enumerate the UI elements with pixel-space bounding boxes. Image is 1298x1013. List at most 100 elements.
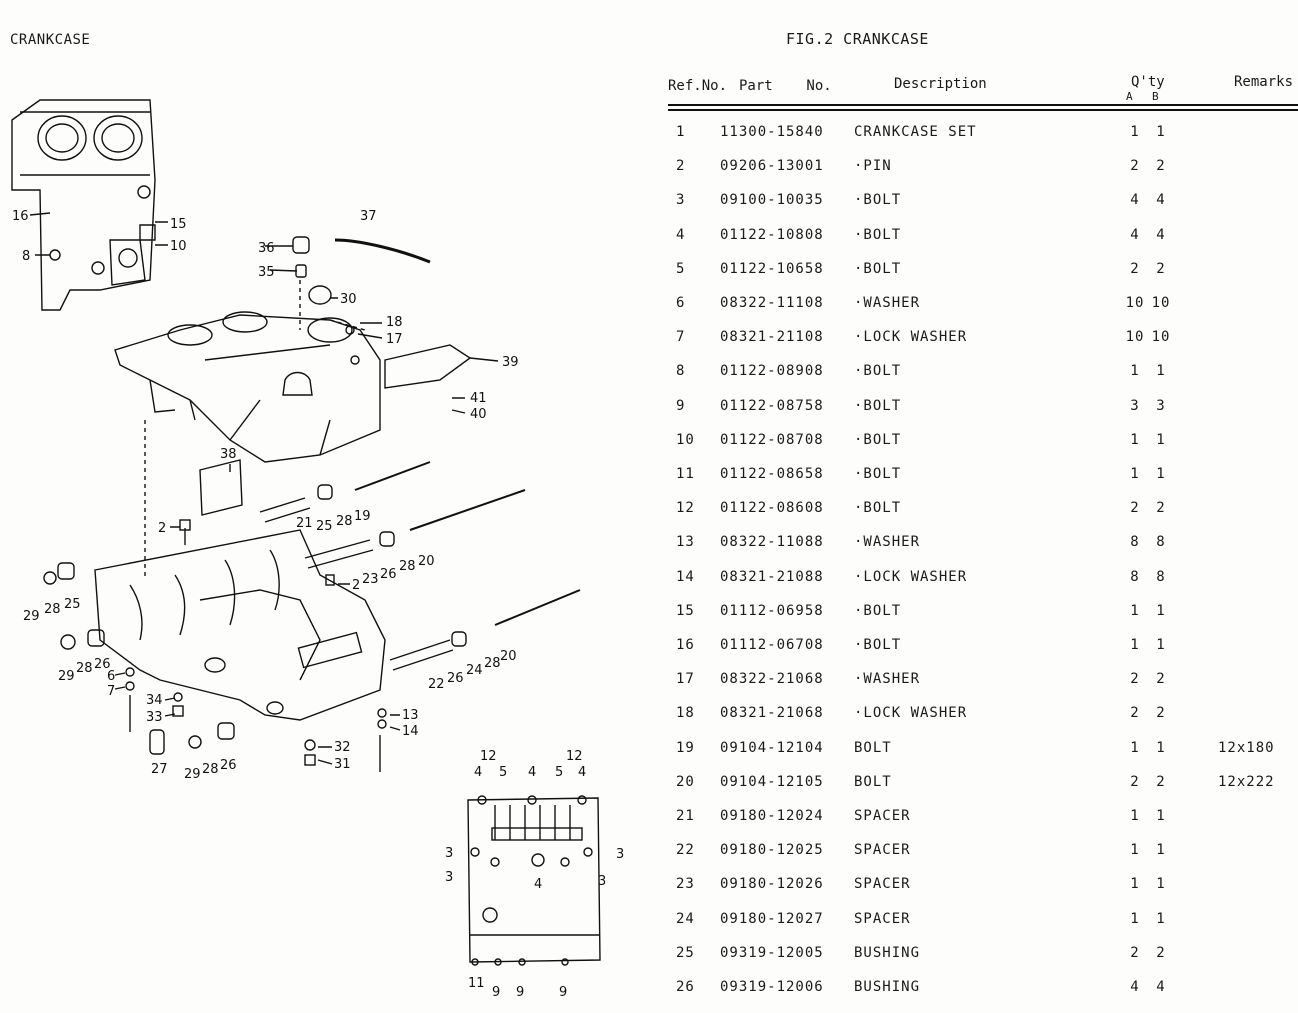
lower-crankcase-half: [94, 529, 386, 721]
description-cell: ·BOLT: [854, 637, 902, 653]
description-cell: SPACER: [854, 876, 911, 893]
breather-hose-part: [334, 238, 431, 264]
ref-no-cell: 25: [676, 944, 695, 961]
part-no-cell: 08321-21068: [720, 705, 824, 722]
part-no-cell: 09319-12006: [720, 979, 824, 995]
svg-text:21: 21: [296, 516, 313, 531]
description-cell: ·BOLT: [854, 466, 902, 482]
svg-text:41: 41: [470, 391, 487, 406]
qty-a-cell: 10: [1125, 295, 1145, 311]
ref-no-cell: 21: [676, 808, 695, 824]
remarks-cell: 12x180: [1218, 739, 1275, 756]
svg-text:28: 28: [399, 559, 416, 574]
svg-text:4: 4: [534, 877, 542, 892]
part-no-cell: 01122-08708: [720, 431, 824, 448]
svg-text:39: 39: [502, 355, 519, 370]
ref-no-cell: 3: [676, 192, 686, 209]
svg-text:27: 27: [151, 762, 168, 777]
qty-b-cell: 8: [1156, 568, 1166, 585]
svg-text:12: 12: [480, 749, 497, 764]
gasket-part: [199, 459, 243, 516]
svg-text:17: 17: [386, 332, 403, 347]
description-cell: ·BOLT: [854, 226, 902, 243]
ref-no-cell: 24: [676, 910, 695, 927]
part-no-cell: 01112-06708: [720, 637, 824, 653]
svg-text:2: 2: [158, 521, 166, 536]
svg-text:5: 5: [555, 765, 563, 780]
part-no-cell: 08321-21088: [720, 568, 824, 585]
description-cell: ·WASHER: [854, 671, 921, 688]
part-no-cell: 09206-13001: [720, 158, 824, 175]
svg-text:29: 29: [184, 767, 201, 782]
svg-text:26: 26: [220, 758, 237, 773]
svg-text:26: 26: [380, 567, 397, 582]
qty-a-cell: 1: [1130, 363, 1140, 380]
part-no-cell: 01112-06958: [720, 602, 824, 619]
part-no-cell: 08322-11108: [720, 295, 824, 311]
ref-no-cell: 14: [676, 568, 695, 585]
qty-a-cell: 1: [1130, 808, 1140, 824]
svg-text:28: 28: [336, 514, 353, 529]
ref-no-cell: 16: [676, 637, 695, 653]
upper-crankcase-half: [114, 311, 381, 463]
description-cell: ·BOLT: [854, 260, 902, 277]
part-no-cell: 09180-12026: [720, 876, 824, 893]
svg-text:8: 8: [22, 249, 30, 264]
qty-b-cell: 8: [1156, 534, 1166, 551]
description-cell: ·LOCK WASHER: [854, 568, 968, 585]
description-cell: ·BOLT: [854, 500, 902, 517]
ref-no-cell: 8: [676, 363, 686, 380]
qty-b-cell: 1: [1156, 910, 1166, 927]
svg-text:9: 9: [492, 985, 500, 1000]
qty-b-cell: 1: [1156, 363, 1166, 380]
header-ref-no: Ref.No.: [668, 78, 728, 94]
qty-a-cell: 8: [1130, 534, 1140, 551]
qty-a-cell: 1: [1130, 842, 1140, 859]
ref-no-cell: 22: [676, 842, 695, 859]
svg-text:36: 36: [258, 241, 275, 256]
description-cell: SPACER: [854, 808, 911, 824]
qty-b-cell: 2: [1156, 773, 1166, 790]
part-no-cell: 08322-21068: [720, 671, 824, 688]
svg-text:4: 4: [578, 765, 586, 780]
svg-text:40: 40: [470, 407, 487, 422]
part-no-cell: 01122-10808: [720, 226, 824, 243]
ref-no-cell: 1: [676, 124, 686, 140]
svg-text:3: 3: [598, 874, 606, 889]
ref-no-cell: 5: [676, 260, 686, 277]
qty-b-cell: 1: [1156, 739, 1166, 756]
svg-text:28: 28: [44, 602, 61, 617]
svg-text:33: 33: [146, 710, 163, 725]
part-no-cell: 09180-12025: [720, 842, 824, 859]
qty-b-cell: 1: [1156, 124, 1166, 140]
qty-b-cell: 3: [1156, 397, 1166, 414]
svg-text:15: 15: [170, 217, 187, 232]
svg-text:16: 16: [12, 209, 29, 224]
svg-text:23: 23: [362, 572, 379, 587]
svg-text:9: 9: [559, 985, 567, 1000]
description-cell: CRANKCASE SET: [854, 124, 977, 140]
header-part-no: Part No.: [739, 78, 832, 94]
qty-a-cell: 2: [1130, 260, 1140, 277]
svg-text:14: 14: [402, 724, 419, 739]
svg-text:3: 3: [445, 846, 453, 861]
part-no-cell: 11300-15840: [720, 124, 824, 140]
svg-text:6: 6: [107, 669, 115, 684]
svg-text:11: 11: [468, 976, 485, 991]
svg-text:25: 25: [316, 519, 333, 534]
svg-text:18: 18: [386, 315, 403, 330]
qty-a-cell: 3: [1130, 397, 1140, 414]
description-cell: ·WASHER: [854, 534, 921, 551]
qty-a-cell: 1: [1130, 431, 1140, 448]
